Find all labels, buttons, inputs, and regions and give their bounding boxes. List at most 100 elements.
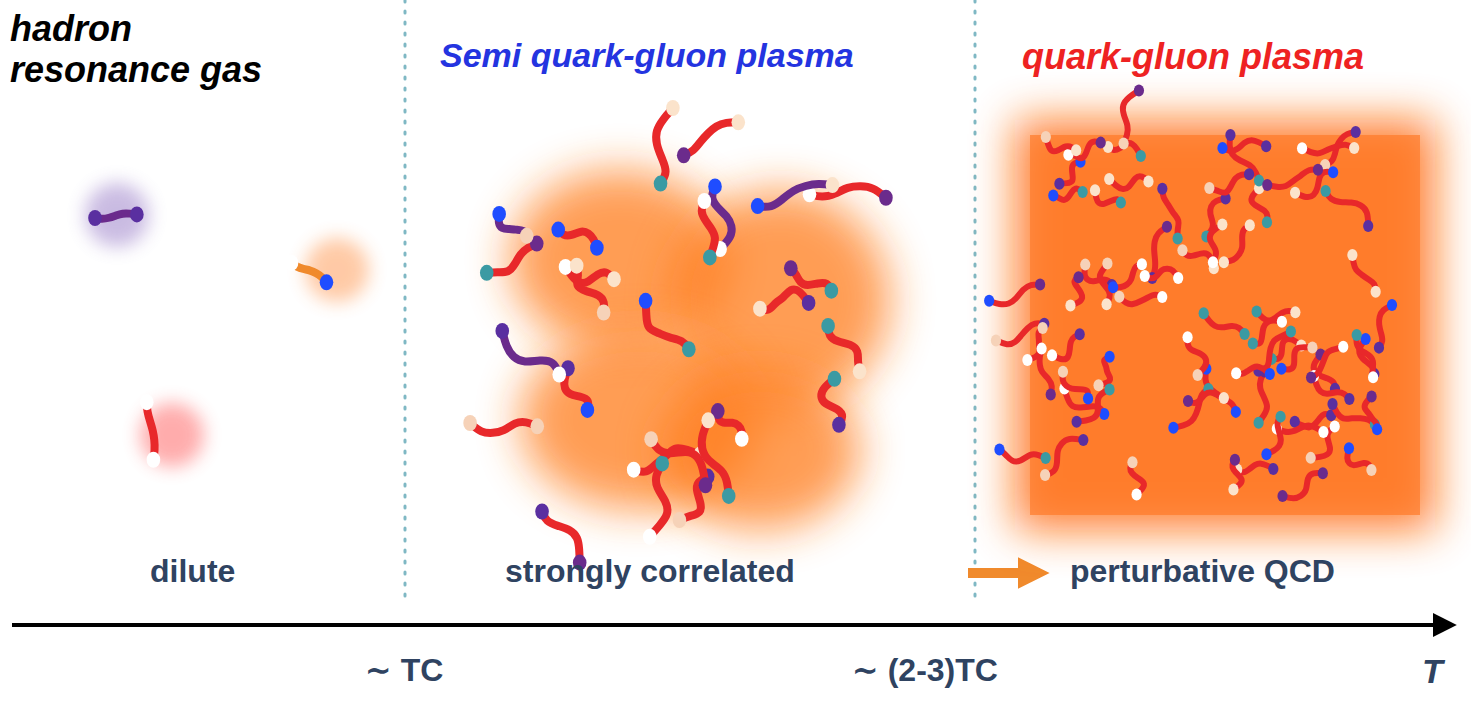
quark-dot: [698, 193, 712, 209]
quark-dot: [853, 363, 867, 379]
quark-dot: [1252, 305, 1262, 317]
quark-dot: [1344, 442, 1354, 454]
gluon-string: [1113, 264, 1142, 287]
quark-dot: [821, 318, 835, 334]
gluon-string: [1326, 191, 1369, 226]
quark-dot: [1177, 244, 1187, 256]
quark-dot: [1108, 281, 1118, 293]
quark-dot: [1306, 452, 1316, 464]
phase-divider: [404, 0, 407, 598]
gluon-string: [577, 266, 604, 313]
quark-dot: [552, 367, 566, 383]
quark-dot: [1131, 489, 1141, 501]
quark-dot: [607, 271, 621, 287]
quark-dot: [1114, 291, 1124, 303]
quark-dot: [520, 228, 534, 244]
gluon-string: [1302, 145, 1354, 154]
quark-dot: [492, 206, 506, 222]
quark-dot: [1199, 307, 1209, 319]
quark-dot: [463, 415, 477, 431]
quark-dot: [1143, 176, 1153, 188]
quark-dot: [701, 412, 715, 428]
quark-dot: [826, 177, 840, 193]
quark-dot: [1096, 137, 1106, 149]
quark-dot: [1265, 368, 1275, 380]
gluon-string: [502, 331, 559, 375]
quark-dot: [655, 455, 669, 471]
quark-dot: [991, 334, 1001, 346]
quark-dot: [654, 176, 668, 192]
quark-dot: [1173, 272, 1183, 284]
quark-dot: [1104, 173, 1114, 185]
quark-dot: [1182, 331, 1192, 343]
gluon-string: [1311, 427, 1335, 458]
quark-dot: [1262, 179, 1272, 191]
phase-description: perturbative QCD: [1070, 553, 1335, 590]
gluon-string: [1314, 376, 1349, 399]
gluon-string: [1352, 255, 1375, 292]
gluon-string: [650, 463, 668, 536]
quark-dot: [1134, 85, 1144, 97]
quark-dot: [753, 301, 767, 317]
quark-dot: [597, 305, 611, 321]
quark-dot: [1306, 371, 1316, 383]
quark-dot: [535, 503, 549, 519]
quark-dot: [1245, 219, 1255, 231]
plasma-glow: [1015, 120, 1435, 530]
phase-title: Semi quark-gluon plasma: [440, 36, 854, 75]
gluon-string: [1356, 335, 1373, 377]
quark-dot: [1040, 469, 1050, 481]
gluon-string: [1222, 140, 1266, 151]
quark-dot: [677, 147, 691, 163]
quark-dot: [1313, 164, 1323, 176]
gluon-string: [702, 201, 715, 257]
quark-dot: [1374, 342, 1384, 354]
plasma-block: [1030, 135, 1420, 515]
quark-dot: [1078, 186, 1088, 198]
hadron-glow: [85, 183, 149, 247]
quark-dot: [1351, 126, 1361, 138]
quark-dot: [879, 190, 893, 206]
quark-dot: [1137, 258, 1147, 270]
quark-dot: [1277, 316, 1287, 328]
quark-dot: [581, 402, 595, 418]
quark-dot: [1219, 392, 1229, 404]
quark-dot: [570, 258, 584, 274]
quark-dot: [731, 114, 745, 130]
plasma-glow: [520, 330, 760, 510]
phase-title: hadron resonance gas: [10, 8, 300, 91]
quark-dot: [1035, 279, 1045, 291]
quark-dot: [130, 206, 144, 222]
quark-dot: [699, 477, 713, 493]
quark-dot: [1347, 249, 1357, 261]
quark-dot: [1072, 416, 1082, 428]
quark-dot: [1360, 333, 1370, 345]
gluon-string: [1266, 417, 1280, 455]
quark-dot: [1127, 456, 1137, 468]
quark-dot: [639, 293, 653, 309]
quark-dot: [832, 417, 846, 433]
quark-dot: [1101, 298, 1111, 310]
quark-dot: [825, 283, 839, 299]
gluon-string: [1224, 225, 1250, 262]
quark-dot: [1037, 343, 1047, 355]
quark-dot: [1239, 328, 1249, 340]
quark-dot: [1349, 142, 1359, 154]
quark-dot: [1328, 166, 1338, 178]
quark-dot: [1352, 329, 1362, 341]
quark-dot: [1230, 454, 1240, 466]
quark-dot: [1366, 464, 1376, 476]
quark-dot: [643, 529, 657, 545]
hadron-glow: [140, 403, 204, 467]
quark-dot: [1204, 182, 1214, 194]
gluon-string: [1100, 264, 1110, 305]
quark-dot: [1254, 417, 1264, 429]
gluon-string: [1204, 313, 1245, 334]
quark-dot: [1327, 398, 1337, 410]
gluon-string: [1077, 390, 1110, 422]
quark-dot: [1078, 434, 1088, 446]
gluon-string: [1123, 91, 1139, 144]
quark-dot: [1275, 411, 1285, 423]
gluon-string: [1277, 426, 1324, 433]
